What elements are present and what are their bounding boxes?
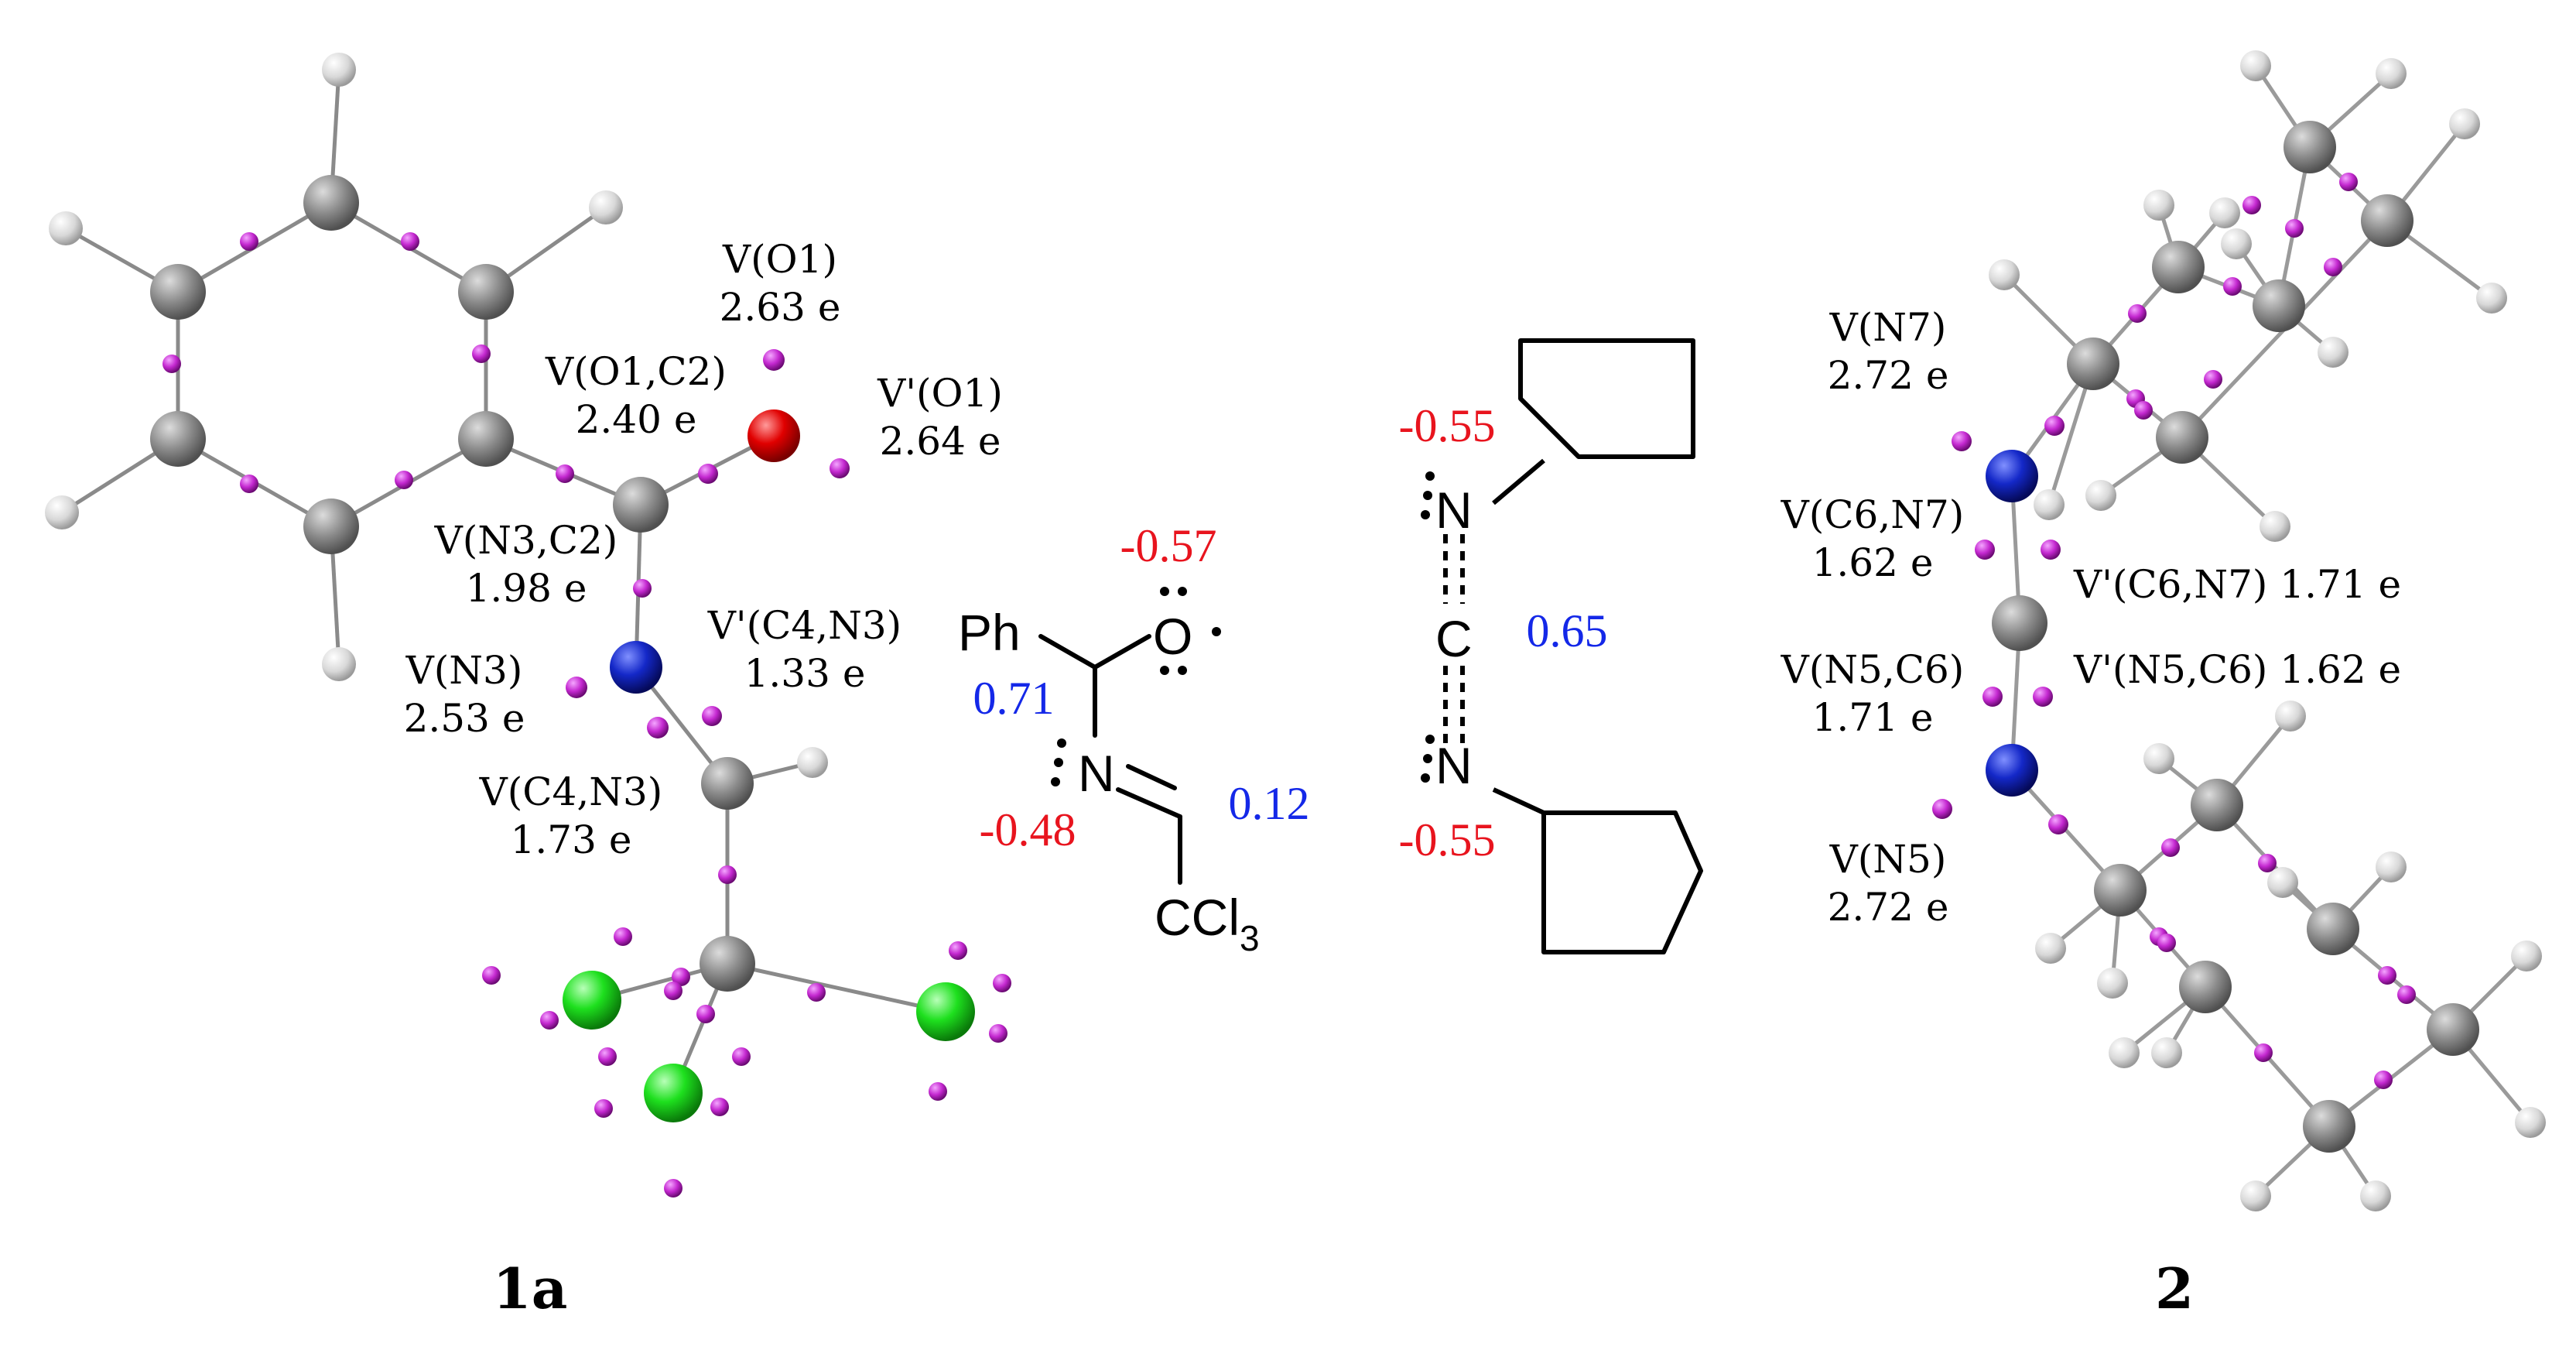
basin-label-v-n5-c6: V(N5,C6) 1.71 e xyxy=(1781,647,1965,740)
basin-name: V'(C6,N7) xyxy=(2073,562,2267,607)
ccl3-main: CCl xyxy=(1155,889,1240,946)
basin-name: V(C6,N7) xyxy=(1781,492,1965,537)
basin-population: 1.98 e xyxy=(466,566,587,611)
basin-population: 1.73 e xyxy=(511,817,632,862)
basin-name: V'(O1) xyxy=(877,371,1003,416)
charge-o: -0.57 xyxy=(1120,520,1217,571)
charge-c-ccl3: 0.12 xyxy=(1229,778,1310,829)
basin-label-v-n3-c2: V(N3,C2) 1.98 e xyxy=(434,518,618,611)
charge-n-top: -0.55 xyxy=(1399,400,1496,451)
basin-name: V(N3,C2) xyxy=(434,518,618,563)
basin-name: V(O1) xyxy=(722,237,837,282)
basin-label-v-o1: V(O1) 2.63 e xyxy=(720,237,841,330)
basin-population: 2.53 e xyxy=(404,696,525,741)
oxygen-atom: O xyxy=(1153,608,1192,665)
basin-label-v-n7: V(N7) 2.72 e xyxy=(1828,305,1949,398)
compound-label-1a: 1a xyxy=(493,1256,568,1321)
molecule-2-atoms xyxy=(1986,50,2546,1211)
basin-population: 2.40 e xyxy=(576,397,697,442)
charge-n-bottom: -0.55 xyxy=(1399,814,1496,865)
basin-label-v-prime-c4-n3: V'(C4,N3) 1.33 e xyxy=(707,603,901,696)
basin-label-v-prime-c6-n7: V'(C6,N7) 1.71 e xyxy=(2073,562,2401,607)
basin-name: V(O1,C2) xyxy=(545,349,727,394)
basin-name: V(N7) xyxy=(1829,305,1947,350)
basin-population: 1.71 e xyxy=(1812,695,1934,740)
basin-population: 2.72 e xyxy=(1828,885,1949,930)
basin-population: 1.62 e xyxy=(2280,647,2401,692)
basin-population: 2.72 e xyxy=(1828,353,1949,398)
basin-population: 2.63 e xyxy=(720,285,841,330)
nitrogen-atom: N xyxy=(1078,745,1115,802)
nitrogen-bottom-atom: N xyxy=(1435,737,1473,794)
basin-label-v-n3: V(N3) 2.53 e xyxy=(404,648,525,741)
lone-pair-dots xyxy=(1051,587,1221,786)
basin-population: 1.71 e xyxy=(2280,562,2401,607)
basin-name: V(C4,N3) xyxy=(479,769,663,814)
molecule-1a-basins xyxy=(162,232,1011,1198)
basin-name: V'(C4,N3) xyxy=(707,603,901,648)
lewis-imidate: Ph O N CCl3 -0.57 0.71 -0.48 0.12 xyxy=(958,520,1310,958)
charge-c-ph: 0.71 xyxy=(973,673,1055,724)
molecule-1a-atoms xyxy=(45,53,975,1122)
basin-label-v-prime-n5-c6: V'(N5,C6) 1.62 e xyxy=(2073,647,2401,692)
compound-label-2: 2 xyxy=(2155,1256,2194,1321)
basin-name: V(N5,C6) xyxy=(1781,647,1965,692)
molecule-2-basins xyxy=(1932,173,2416,1089)
basin-label-v-c4-n3: V(C4,N3) 1.73 e xyxy=(479,769,663,862)
basin-label-v-n5: V(N5) 2.72 e xyxy=(1828,837,1949,930)
basin-population: 1.33 e xyxy=(744,651,866,696)
basin-name: V(N3) xyxy=(405,648,523,693)
carbon-atom: C xyxy=(1435,610,1473,667)
lone-pair-dots xyxy=(1421,471,1435,783)
charge-n: -0.48 xyxy=(980,804,1076,855)
basin-label-v-prime-o1: V'(O1) 2.64 e xyxy=(877,371,1003,464)
nitrogen-top-atom: N xyxy=(1435,481,1473,539)
basin-name: V'(N5,C6) xyxy=(2073,647,2267,692)
ccl3-group: CCl3 xyxy=(1155,889,1260,958)
lewis-carbodiimide: N C N -0.55 0.65 -0.55 xyxy=(1399,338,1703,954)
basin-population: 1.62 e xyxy=(1812,540,1934,585)
basin-name: V(N5) xyxy=(1829,837,1947,882)
basin-population: 2.64 e xyxy=(880,419,1001,464)
charge-c: 0.65 xyxy=(1527,605,1608,656)
ph-label: Ph xyxy=(958,604,1021,661)
basin-label-v-c6-n7: V(C6,N7) 1.62 e xyxy=(1781,492,1965,585)
ccl3-subscript: 3 xyxy=(1240,918,1260,958)
basin-label-v-o1-c2: V(O1,C2) 2.40 e xyxy=(545,349,727,442)
